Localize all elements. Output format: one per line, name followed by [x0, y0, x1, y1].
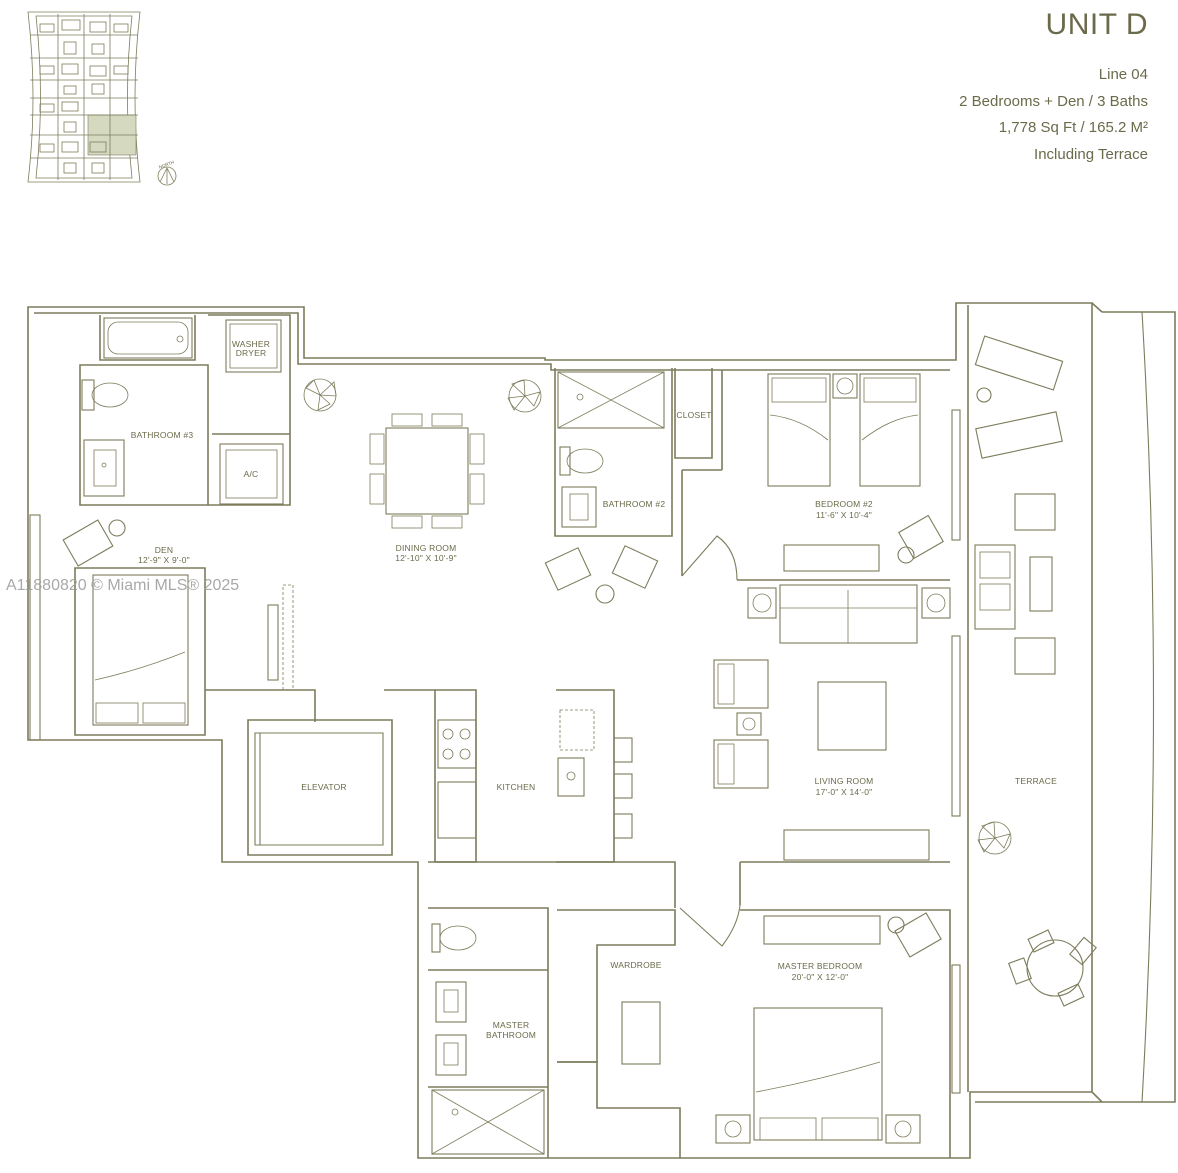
ac-label: A/C [244, 469, 259, 479]
unit-area: 1,778 Sq Ft / 165.2 M² [998, 119, 1148, 136]
closet-label: CLOSET [676, 410, 711, 420]
unit-info: UNIT D Line 04 2 Bedrooms + Den / 3 Bath… [959, 8, 1148, 168]
room-labels: WASHER DRYER A/C BATHROOM #3 DEN 12'-9" … [131, 339, 1057, 1040]
den-label: DEN [155, 545, 174, 555]
unit-layout: 2 Bedrooms + Den / 3 Baths [959, 92, 1148, 110]
kitchen-label: KITCHEN [497, 782, 536, 792]
master-bedroom-label: MASTER BEDROOM [778, 961, 863, 971]
interior-walls [29, 305, 969, 1158]
elevator-label: ELEVATOR [301, 782, 347, 792]
living-label: LIVING ROOM [815, 776, 874, 786]
unit-note: Including Terrace [1034, 145, 1148, 163]
terrace-label: TERRACE [1015, 776, 1057, 786]
dining-label: DINING ROOM [396, 543, 457, 553]
bathroom2-label: BATHROOM #2 [603, 499, 666, 509]
bathroom3-label: BATHROOM #3 [131, 430, 194, 440]
bedroom2-label: BEDROOM #2 [815, 499, 873, 509]
exterior-walls [27, 302, 1176, 1159]
bedroom2-dims: 11'-6" X 10'-4" [816, 510, 872, 520]
master-bath-label: MASTER [493, 1020, 530, 1030]
dryer-label: DRYER [236, 348, 267, 358]
compass-label: NORTH [158, 160, 175, 170]
dining-dims: 12'-10" X 10'-9" [395, 553, 457, 563]
plant-icon [303, 378, 337, 412]
plant-icon [977, 821, 1012, 855]
unit-title: UNIT D [1045, 8, 1148, 41]
master-bath-label-2: BATHROOM [486, 1030, 536, 1040]
mls-watermark: A11880820 © Miami MLS® 2025 [6, 577, 240, 594]
north-compass: NORTH [157, 160, 177, 186]
furniture [62, 317, 1097, 1155]
den-dims: 12'-9" X 9'-0" [138, 555, 190, 565]
living-dims: 17'-0" X 14'-0" [816, 787, 873, 797]
unit-line: Line 04 [1098, 66, 1148, 83]
wardrobe-label: WARDROBE [610, 960, 661, 970]
key-plan [27, 11, 141, 183]
plant-icon [507, 379, 542, 413]
washer-label: WASHER [232, 339, 270, 349]
master-bedroom-dims: 20'-0" X 12'-0" [792, 972, 849, 982]
